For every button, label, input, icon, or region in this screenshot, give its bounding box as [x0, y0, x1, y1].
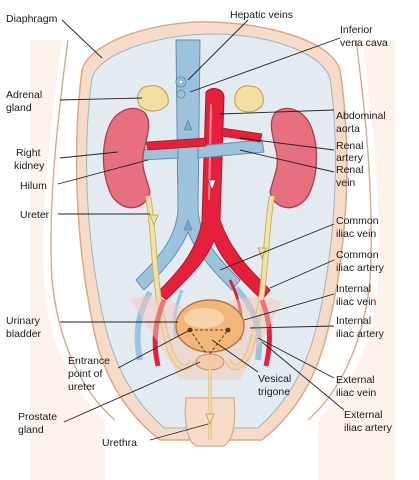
label-common-iliac-vein-2: iliac vein	[336, 228, 376, 240]
label-internal-iliac-vein: Internal	[336, 283, 371, 295]
renal-vein-left	[197, 139, 265, 159]
vesical-trigone	[189, 329, 230, 357]
label-hilum: Hilum	[20, 180, 47, 192]
label-diaphragm: Diaphragm	[6, 13, 58, 25]
label-vesical-trigone: Vesical	[258, 373, 291, 385]
right-kidney	[102, 107, 151, 209]
label-prostate-gland: Prostate	[18, 411, 57, 423]
label-renal-vein: Renal	[336, 164, 363, 176]
label-urinary-bladder: Urinary	[6, 315, 41, 327]
label-external-iliac-vein: External	[336, 374, 375, 386]
label-inferior-vena-cava-2: vena cava	[340, 37, 388, 49]
abdominal-aorta	[157, 88, 271, 301]
renal-vein-right	[139, 147, 179, 161]
label-right-kidney: Right	[16, 147, 41, 159]
label-internal-iliac-vein-2: iliac vein	[336, 296, 376, 308]
label-common-iliac-artery-2: iliac artery	[336, 262, 385, 274]
torso-edge-right	[307, 39, 372, 421]
left-adrenal-gland	[234, 85, 264, 113]
torso-skin-right	[318, 40, 395, 480]
label-entrance-ureter-3: ureter	[68, 381, 96, 393]
torso-skin-left	[30, 40, 105, 480]
bladder-highlight	[184, 308, 224, 328]
label-external-iliac-artery-2: iliac artery	[344, 422, 393, 434]
label-adrenal-gland: Adrenal	[6, 89, 42, 101]
label-renal-artery: Renal	[336, 140, 363, 152]
label-urinary-bladder-2: bladder	[6, 328, 42, 340]
label-hepatic-veins: Hepatic veins	[230, 9, 293, 21]
label-inferior-vena-cava: Inferior	[340, 24, 373, 36]
renal-artery-left	[221, 127, 263, 143]
label-abdominal-aorta-2: aorta	[336, 123, 360, 135]
label-vesical-trigone-2: trigone	[258, 386, 290, 398]
label-renal-vein-2: vein	[336, 177, 355, 189]
label-prostate-gland-2: gland	[18, 424, 44, 436]
label-ureter: Ureter	[20, 209, 50, 221]
label-common-iliac-artery: Common	[336, 249, 379, 261]
torso-edge-left	[50, 39, 116, 421]
renal-artery-right	[145, 137, 207, 151]
label-entrance-ureter: Entrance	[68, 355, 110, 367]
leader-lines	[57, 19, 345, 441]
labels: Diaphragm Hepatic veins Inferior vena ca…	[6, 9, 393, 449]
prostate-gland	[195, 353, 225, 371]
label-external-iliac-artery: External	[344, 409, 383, 421]
label-internal-iliac-artery: Internal	[336, 315, 371, 327]
label-internal-iliac-artery-2: iliac artery	[336, 328, 385, 340]
left-kidney	[269, 107, 318, 209]
label-external-iliac-vein-2: iliac vein	[336, 387, 376, 399]
hepatic-veins	[175, 76, 187, 99]
label-common-iliac-vein: Common	[336, 215, 379, 227]
torso	[30, 39, 395, 480]
label-renal-artery-2: artery	[336, 152, 364, 164]
label-urethra: Urethra	[102, 437, 137, 449]
label-adrenal-gland-2: gland	[6, 102, 32, 114]
label-abdominal-aorta: Abdominal	[336, 110, 386, 122]
label-entrance-ureter-2: point of	[68, 368, 103, 380]
right-adrenal-gland	[137, 85, 169, 112]
label-right-kidney-2: kidney	[14, 160, 45, 172]
